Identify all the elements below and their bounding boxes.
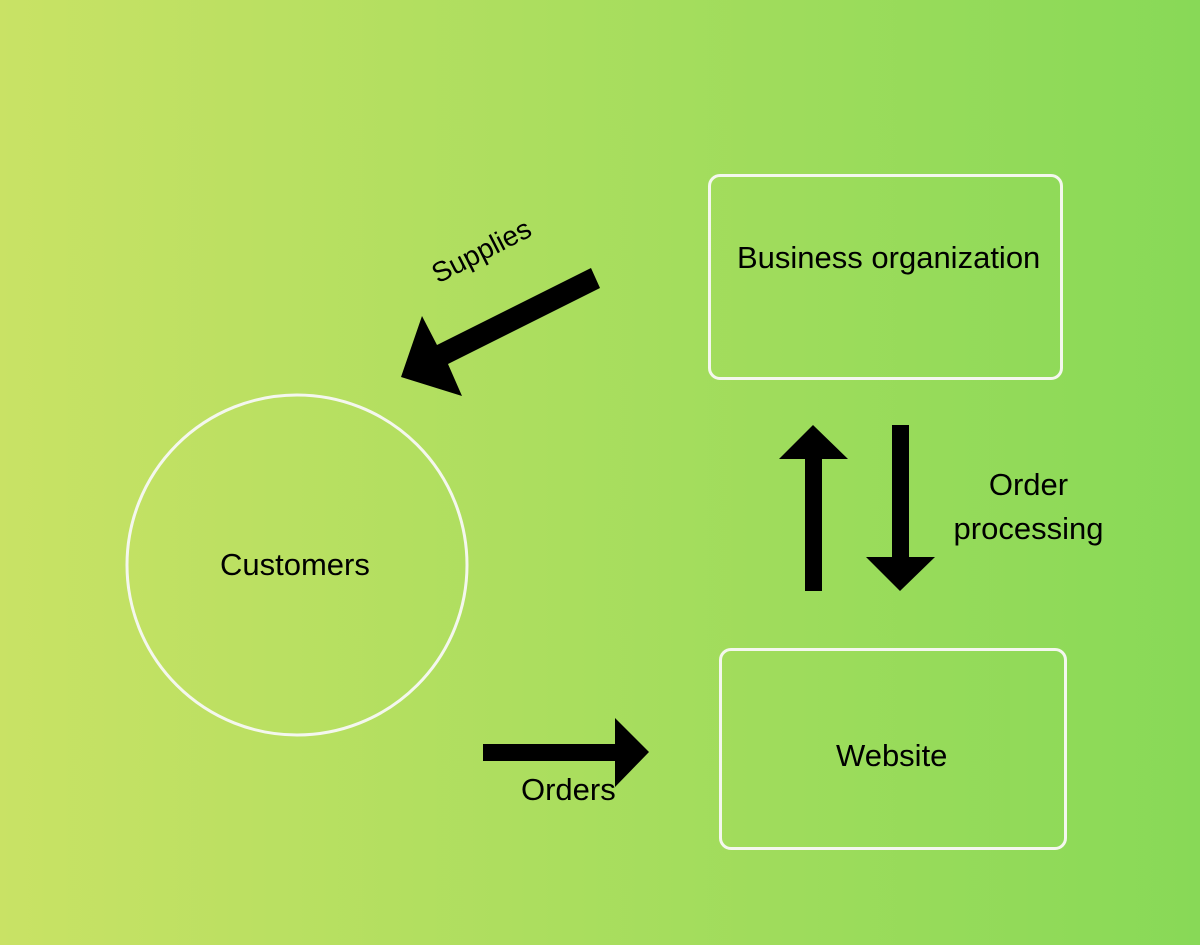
order-processing-down-arrow [866, 425, 935, 591]
order-processing-up-arrow [779, 425, 848, 591]
supplies-arrow [401, 268, 600, 396]
website-node [719, 648, 1067, 850]
orders-arrow [483, 718, 649, 787]
order-processing-line1: Order [988, 467, 1069, 502]
website-label: Website [836, 738, 948, 773]
order-processing-line2: processing [953, 511, 1104, 546]
customers-node-shape [125, 393, 469, 737]
customers-label: Customers [220, 547, 370, 582]
orders-label: Orders [521, 772, 616, 807]
business-organization-node [708, 174, 1063, 380]
business-organization-label: Business organization [737, 240, 1041, 275]
order-processing-label: Order processing [951, 463, 1106, 551]
